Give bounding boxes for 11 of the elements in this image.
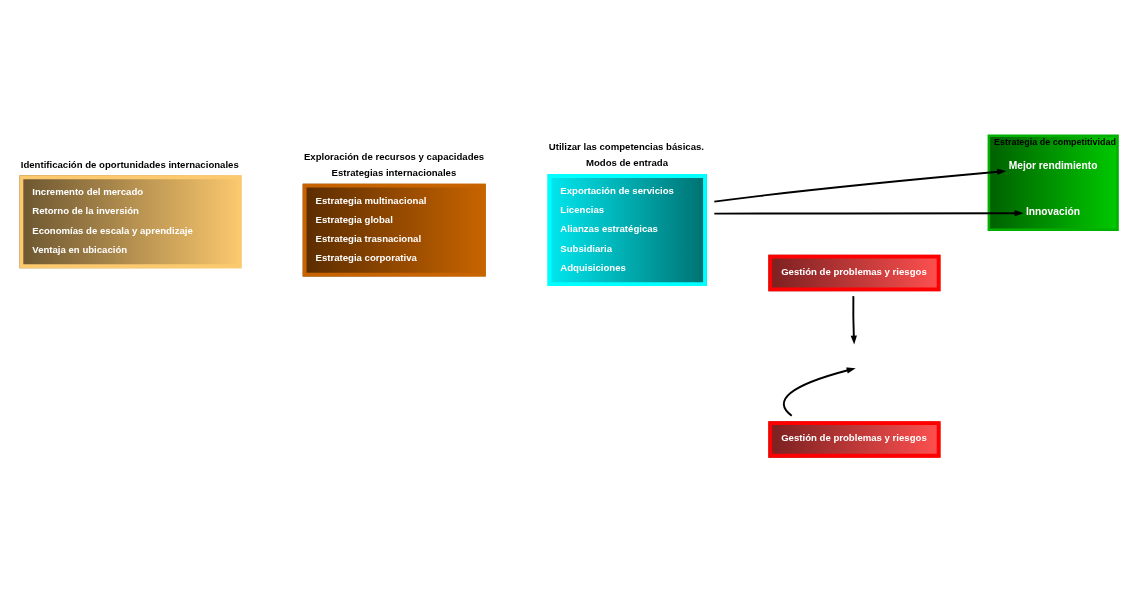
arrow (713, 210, 1024, 217)
node-label: Utilizar las competencias básicas. (548, 141, 705, 153)
node-label: Exploración de recursos y capacidades (303, 151, 485, 162)
node-text: Innovación (1025, 205, 1081, 217)
node-label: Modos de entrada (585, 157, 669, 169)
arrow (782, 367, 856, 417)
node-text: Mejor rendimiento (1008, 159, 1098, 171)
arrow (850, 295, 857, 345)
node-label: Identificación de oportunidades internacionales (20, 158, 239, 170)
arrow (713, 168, 1007, 203)
node-label: Estrategias internacionales (331, 167, 457, 179)
